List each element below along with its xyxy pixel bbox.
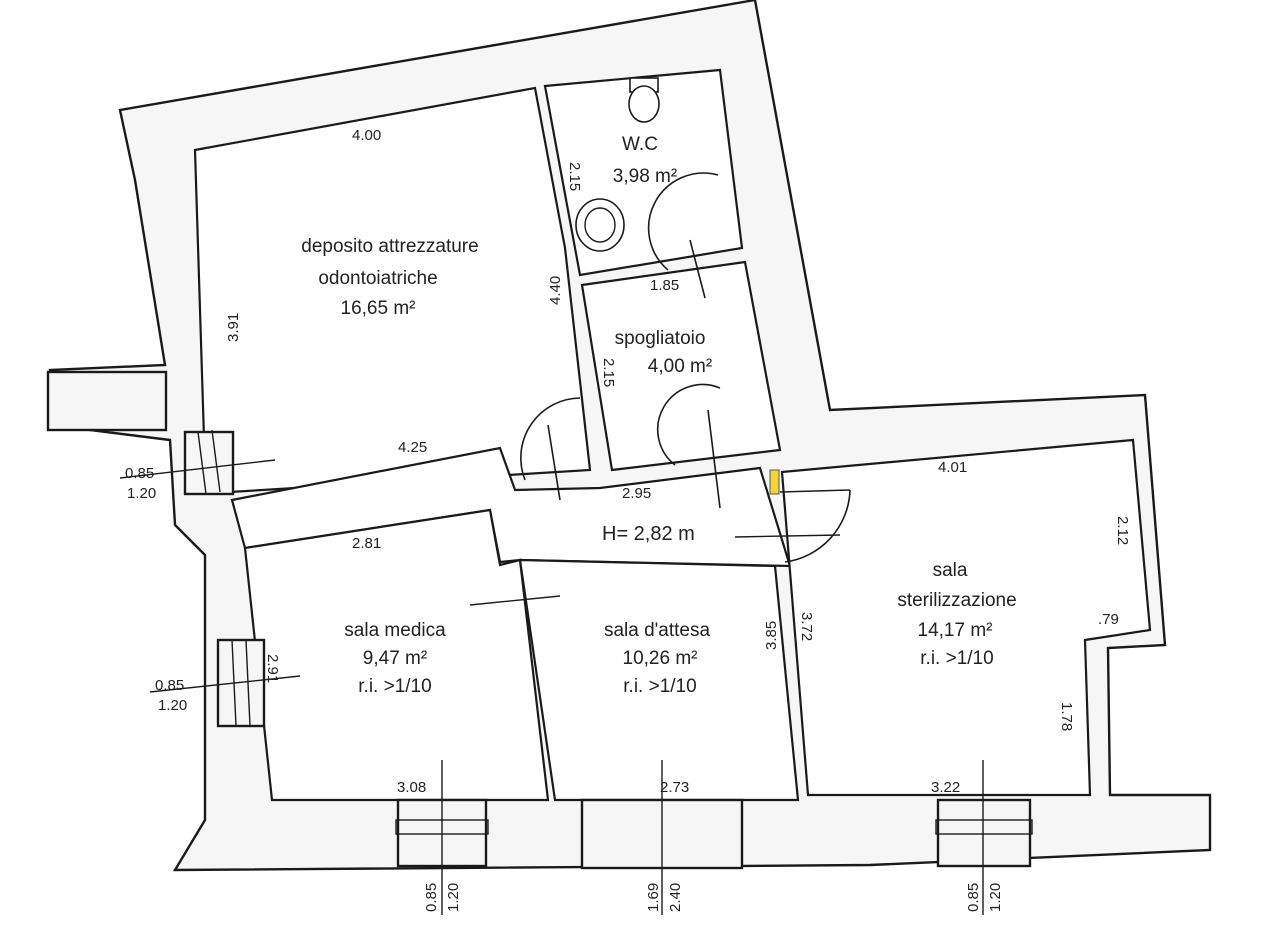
deposito-name-line2: odontoiatriche xyxy=(318,268,437,289)
niche-left-lower-line2 xyxy=(245,639,251,727)
room-sala-sterilizzazione xyxy=(780,438,1152,797)
sala-medica-name: sala medica xyxy=(344,620,446,641)
dim-sterilizzazione-left: 3.72 xyxy=(798,612,815,641)
door-swing-sterilizzazione xyxy=(784,489,851,563)
dim-corridor-bottom: 2.95 xyxy=(622,485,651,502)
door-swing-wc xyxy=(647,172,719,271)
dim-sterilizzazione-top: 4.01 xyxy=(938,459,967,476)
dim-spogliatoio-top: 1.85 xyxy=(650,277,679,294)
opening-attesa-a: 1.69 xyxy=(645,883,662,912)
dim-deposito-bottom: 4.25 xyxy=(398,439,427,456)
sterilizzazione-name-line2: sterilizzazione xyxy=(897,590,1016,611)
wc-name: W.C xyxy=(622,134,658,155)
room-deposito xyxy=(193,86,592,494)
dim-medica-top: 2.81 xyxy=(352,535,381,552)
sala-attesa-area: 10,26 m² xyxy=(623,648,698,669)
dim-deposito-right: 4.40 xyxy=(547,276,564,305)
door-leaf-4 xyxy=(547,424,561,501)
niche-sterilizzazione-frame xyxy=(935,819,1033,835)
dim-line-left-lower xyxy=(149,675,301,693)
dim-deposito-top: 4.00 xyxy=(352,127,381,144)
partition-line xyxy=(469,595,561,606)
sink-icon xyxy=(575,198,625,252)
wc-area: 3,98 m² xyxy=(613,166,677,187)
room-spogliatoio xyxy=(580,260,782,472)
dim-medica-left: 2.91 xyxy=(264,654,281,683)
opening-left-upper-b: 1.20 xyxy=(127,485,156,502)
opening-left-lower-b: 1.20 xyxy=(158,697,187,714)
niche-sterilizzazione xyxy=(936,798,1032,868)
room-sala-attesa xyxy=(518,558,800,802)
dim-sterilizzazione-step: .79 xyxy=(1098,611,1119,628)
dim-sterilizzazione-bottom: 3.22 xyxy=(931,779,960,796)
dim-line-left-upper xyxy=(119,459,276,479)
sala-medica-ri: r.i. >1/10 xyxy=(358,676,431,697)
door-swing-spogliatoio xyxy=(656,383,721,466)
dim-attesa-bottom: 2.73 xyxy=(660,779,689,796)
dim-sterilizzazione-right-upper: 2.12 xyxy=(1114,516,1131,545)
niche-left-lower xyxy=(216,638,266,728)
sterilizzazione-ri: r.i. >1/10 xyxy=(920,648,993,669)
sala-medica-area: 9,47 m² xyxy=(363,648,427,669)
niche-left-upper xyxy=(183,430,235,496)
opening-medica-a: 0.85 xyxy=(423,883,440,912)
dim-attesa-right: 3.85 xyxy=(763,621,780,650)
deposito-name-line1: deposito attrezzature xyxy=(301,236,478,257)
yellow-marker xyxy=(769,469,780,495)
sala-attesa-ri: r.i. >1/10 xyxy=(623,676,696,697)
spogliatoio-name: spogliatoio xyxy=(615,328,706,349)
toilet-icon xyxy=(628,85,660,123)
opening-left-lower-a: 0.85 xyxy=(155,677,184,694)
door-leaf-2 xyxy=(707,409,721,509)
opening-medica-b: 1.20 xyxy=(445,883,462,912)
opening-left-upper-a: 0.85 xyxy=(125,465,154,482)
door-leaf-3 xyxy=(779,489,851,493)
opening-attesa-b: 2.40 xyxy=(667,883,684,912)
h-leader-line xyxy=(734,534,841,538)
opening-sterilizzazione-a: 0.85 xyxy=(965,883,982,912)
sala-attesa-name: sala d'attesa xyxy=(604,620,711,641)
dim-spogliatoio-side: 2.15 xyxy=(600,358,617,387)
sterilizzazione-area: 14,17 m² xyxy=(918,620,993,641)
deposito-area: 16,65 m² xyxy=(341,298,416,319)
dim-medica-bottom: 3.08 xyxy=(397,779,426,796)
dim-sterilizzazione-right-lower: 1.78 xyxy=(1058,702,1075,731)
dim-deposito-left: 3.91 xyxy=(225,313,242,342)
door-swing-corridor-left xyxy=(520,397,581,481)
spogliatoio-area: 4,00 m² xyxy=(648,356,712,377)
niche-left-upper-line1 xyxy=(197,431,207,495)
sterilizzazione-name-line1: sala xyxy=(933,560,968,581)
left-annex-upper xyxy=(46,370,168,432)
door-leaf-1 xyxy=(689,239,706,299)
dim-wc-side: 2.15 xyxy=(566,162,583,191)
height-label: H= 2,82 m xyxy=(602,523,695,545)
niche-left-upper-line2 xyxy=(211,429,221,493)
opening-sterilizzazione-b: 1.20 xyxy=(987,883,1004,912)
sink-bowl xyxy=(584,207,616,243)
